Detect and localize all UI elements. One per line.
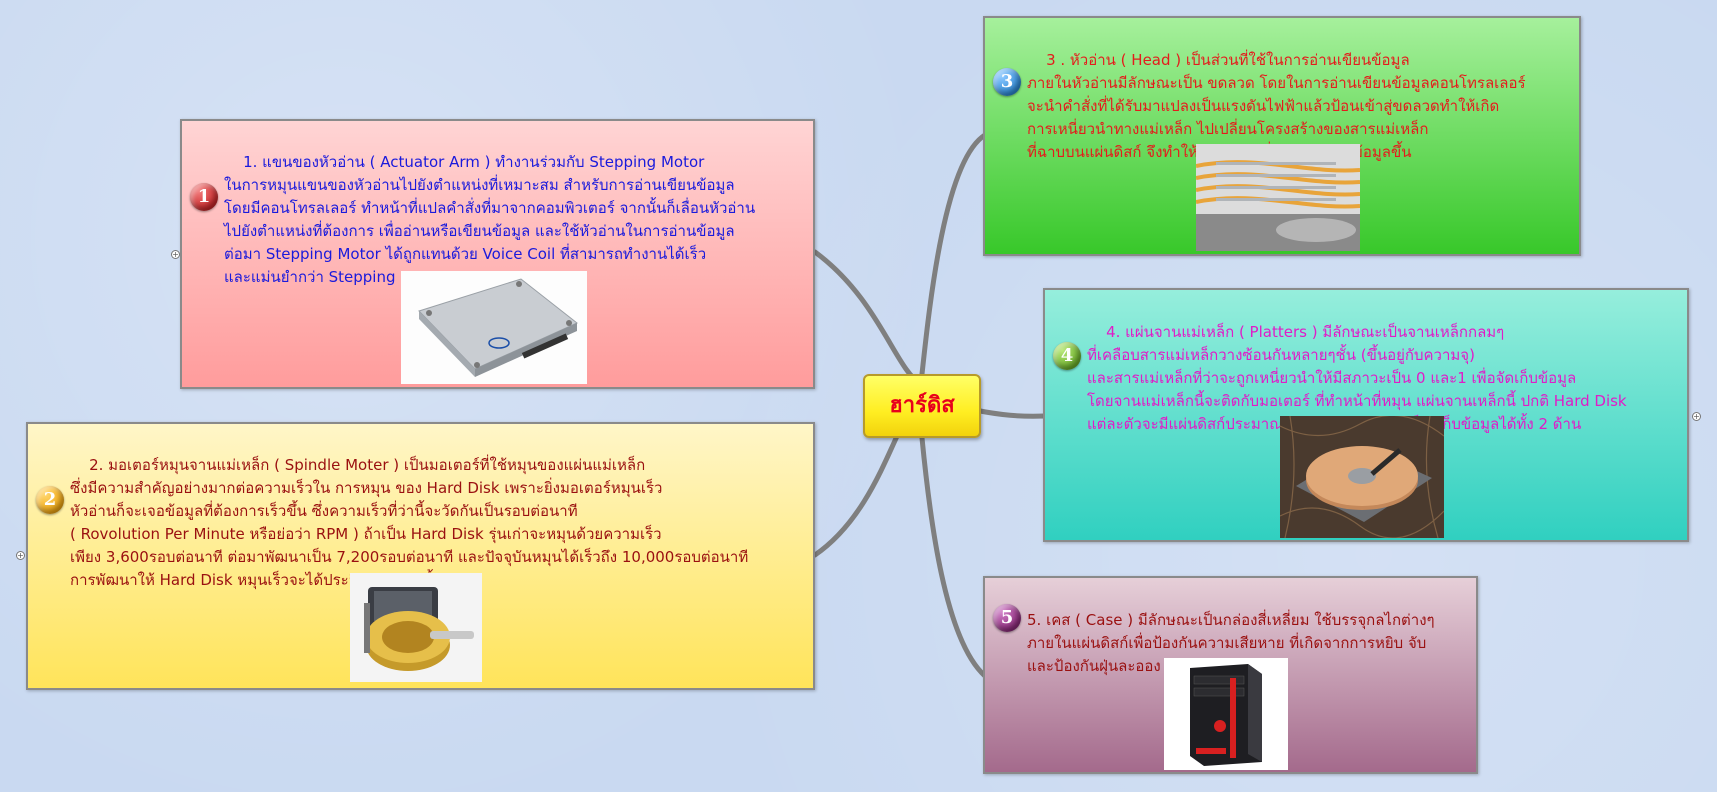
text-line: ในการหมุนแขนของหัวอ่านไปยังตำแหน่งที่เหม… bbox=[224, 176, 735, 194]
text-line: และป้องกันฝุ่นละออง bbox=[1027, 657, 1161, 675]
text-line: 5. เคส ( Case ) มีลักษณะเป็นกล่องสี่เหลี… bbox=[1027, 611, 1435, 629]
text-line: และสารแม่เหล็กที่ว่าจะถูกเหนี่ยวนำให้มีส… bbox=[1087, 369, 1577, 387]
text-line: ภายในหัวอ่านมีลักษณะเป็น ขดลวด โดยในการอ… bbox=[1027, 74, 1526, 92]
text-line: หัวอ่านก็จะเจอข้อมูลที่ต้องการเร็วขึ้น ซ… bbox=[70, 502, 578, 520]
text-line: จะนำคำสั่งที่ได้รับมาแปลงเป็นแรงดันไฟฟ้า… bbox=[1027, 97, 1500, 115]
computer-case-image bbox=[1164, 658, 1288, 770]
connector-topic-5 bbox=[919, 435, 988, 679]
expand-toggle-2[interactable]: + bbox=[16, 551, 25, 560]
text-line: 1. แขนของหัวอ่าน ( Actuator Arm ) ทำงานร… bbox=[224, 153, 705, 171]
expand-toggle-1[interactable]: + bbox=[171, 250, 180, 259]
text-line: 3 . หัวอ่าน ( Head ) เป็นส่วนที่ใช้ในการ… bbox=[1027, 51, 1410, 69]
number-badge-1: 1 bbox=[190, 183, 218, 211]
topic-text: 1. แขนของหัวอ่าน ( Actuator Arm ) ทำงานร… bbox=[224, 128, 755, 289]
text-line: การเหนี่ยวนำทางแม่เหล็ก ไปเปลี่ยนโครงสร้… bbox=[1027, 120, 1429, 138]
topic-text: 2. มอเตอร์หมุนจานแม่เหล็ก ( Spindle Mote… bbox=[70, 431, 748, 592]
expand-toggle-4[interactable]: + bbox=[1692, 412, 1701, 421]
topic-spindle-motor[interactable]: 2 2. มอเตอร์หมุนจานแม่เหล็ก ( Spindle Mo… bbox=[26, 422, 815, 690]
platter-image bbox=[1280, 416, 1444, 538]
central-topic[interactable]: ฮาร์ดิส bbox=[863, 374, 981, 438]
read-write-head-image bbox=[1196, 144, 1360, 251]
text-line: โดยมีคอนโทรลเลอร์ ทำหน้าที่แปลคำสั่งที่ม… bbox=[224, 199, 756, 217]
topic-case[interactable]: 5 5. เคส ( Case ) มีลักษณะเป็นกล่องสี่เห… bbox=[983, 576, 1478, 774]
number-badge-2: 2 bbox=[36, 486, 64, 514]
text-line: ที่เคลือบสารแม่เหล็กวางซ้อนกันหลายๆชั้น … bbox=[1087, 346, 1475, 364]
text-line: ภายในแผ่นดิสก์เพื่อป้องกันความเสียหาย ที… bbox=[1027, 634, 1427, 652]
connector-topic-1 bbox=[812, 249, 925, 388]
topic-head[interactable]: 3 3 . หัวอ่าน ( Head ) เป็นส่วนที่ใช้ในก… bbox=[983, 16, 1581, 256]
spindle-motor-image bbox=[350, 573, 482, 682]
topic-actuator-arm[interactable]: 1 1. แขนของหัวอ่าน ( Actuator Arm ) ทำงา… bbox=[180, 119, 815, 389]
ssd-drive-image bbox=[401, 271, 587, 384]
connector-topic-4 bbox=[972, 407, 1048, 419]
text-line: เพียง 3,600รอบต่อนาที ต่อมาพัฒนาเป็น 7,2… bbox=[70, 548, 749, 566]
text-line: ( Rovolution Per Minute หรือย่อว่า RPM )… bbox=[70, 525, 662, 543]
text-line: 4. แผ่นจานแม่เหล็ก ( Platters ) มีลักษณะ… bbox=[1087, 323, 1505, 341]
topic-text: 5. เคส ( Case ) มีลักษณะเป็นกล่องสี่เหลี… bbox=[1027, 586, 1435, 678]
text-line: ไปยังตำแหน่งที่ต้องการ เพื่ออ่านหรือเขีย… bbox=[224, 222, 735, 240]
number-badge-4: 4 bbox=[1053, 342, 1081, 370]
number-badge-3: 3 bbox=[993, 68, 1021, 96]
connector-topic-3 bbox=[919, 132, 988, 377]
text-line: ซึ่งมีความสำคัญอย่างมากต่อความเร็วใน การ… bbox=[70, 479, 663, 497]
text-line: 2. มอเตอร์หมุนจานแม่เหล็ก ( Spindle Mote… bbox=[70, 456, 646, 474]
text-line: ต่อมา Stepping Motor ได้ถูกแทนด้วย Voice… bbox=[224, 245, 707, 263]
text-line: โดยจานแม่เหล็กนี้จะติดกับมอเตอร์ ที่ทำหน… bbox=[1087, 392, 1627, 410]
number-badge-5: 5 bbox=[993, 604, 1021, 632]
topic-platters[interactable]: 4 4. แผ่นจานแม่เหล็ก ( Platters ) มีลักษ… bbox=[1043, 288, 1689, 542]
